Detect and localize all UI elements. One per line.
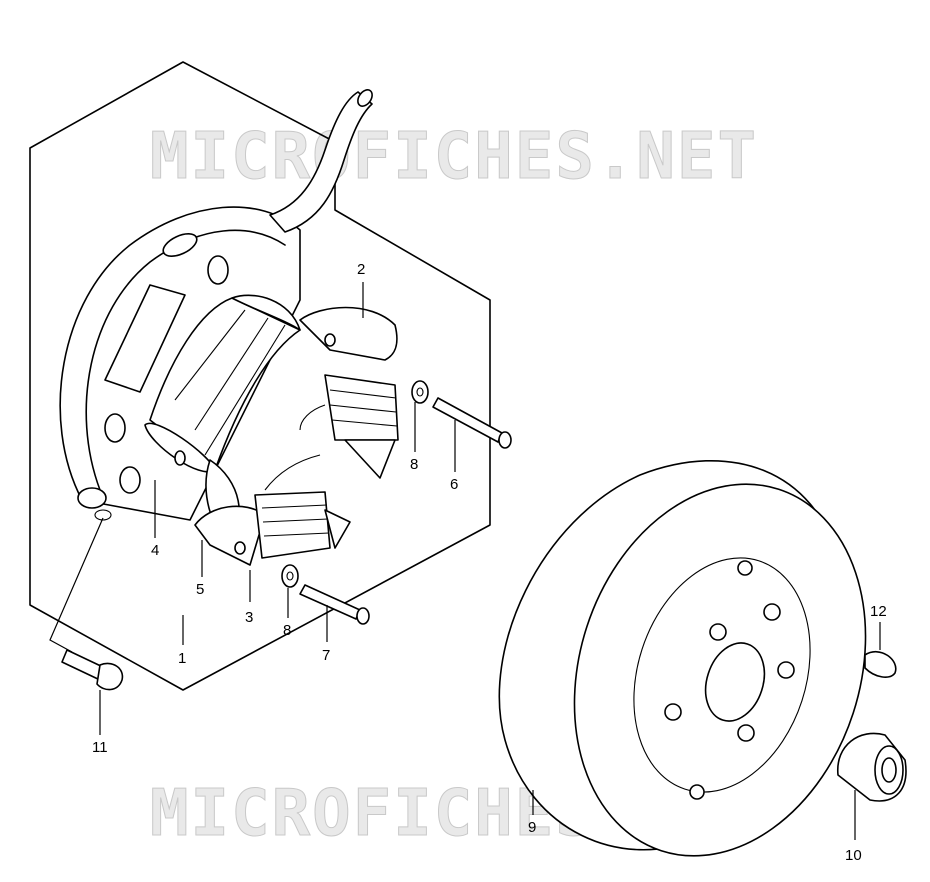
callout-5: 5 [196,581,204,598]
woodruff-key-12 [864,650,897,678]
pulser-coil-upper [299,306,399,479]
pulser-coil-lower [194,454,351,566]
callout-8b: 8 [283,622,291,639]
callout-11: 11 [92,739,108,756]
rotor-nut-10 [837,732,907,802]
bolt-11 [61,649,124,691]
washer-upper [411,380,429,404]
callout-4: 4 [151,542,159,559]
screw-7 [299,584,370,625]
callout-12: 12 [870,603,887,620]
callout-10: 10 [845,847,862,864]
callout-9: 9 [528,819,536,836]
charging-coil [144,294,301,546]
callout-2: 2 [357,261,365,278]
screw-6 [432,397,512,449]
callout-7: 7 [322,647,330,664]
watermark-top: MICROFICHES.NET [150,120,758,194]
washer-lower [281,564,299,588]
callout-1: 1 [178,650,186,667]
callout-6: 6 [450,476,458,493]
flywheel-rotor [498,460,867,857]
leader-lines [49,282,881,840]
wiring-harness [269,91,373,233]
callout-3: 3 [245,609,253,626]
callout-8a: 8 [410,456,418,473]
